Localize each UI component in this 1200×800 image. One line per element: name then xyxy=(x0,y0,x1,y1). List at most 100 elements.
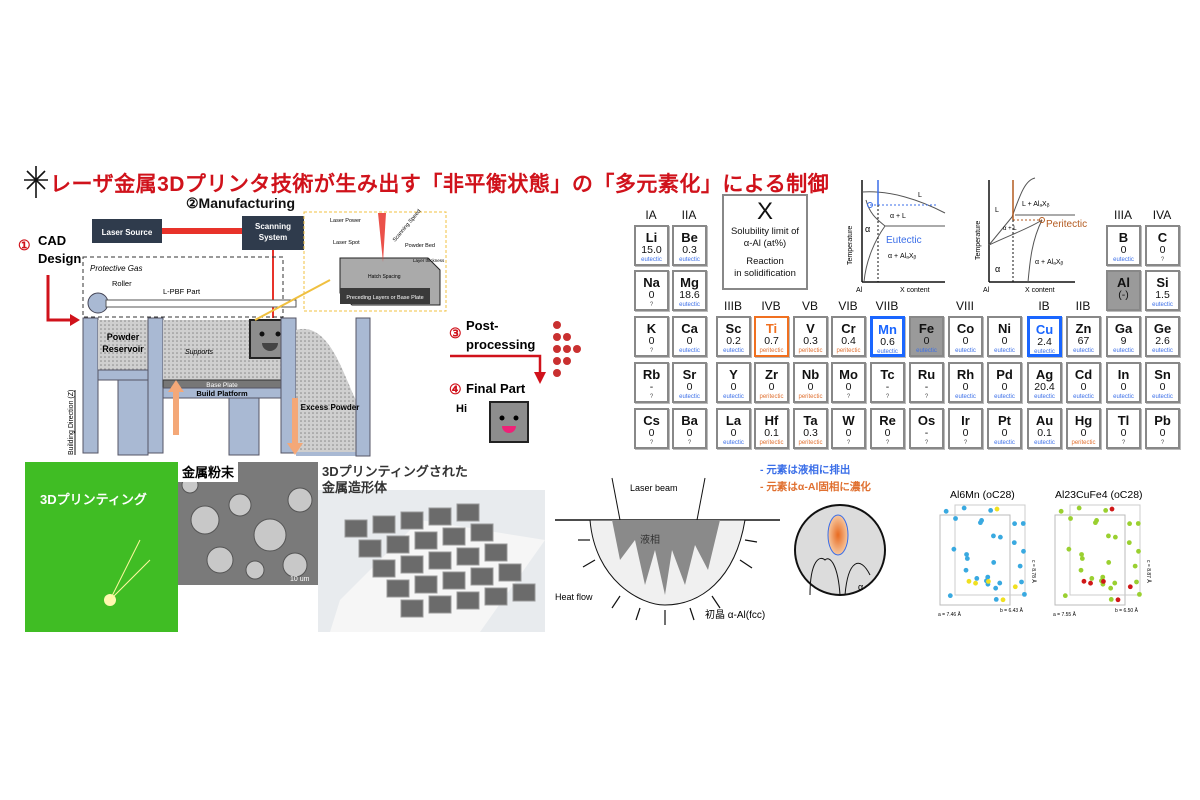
element-symbol: Zn xyxy=(1075,321,1092,336)
reaction-type: eutectic xyxy=(641,257,662,263)
printed-cube xyxy=(428,507,452,526)
atom xyxy=(1022,591,1027,597)
element-tc: Tc-? xyxy=(870,362,905,403)
atom xyxy=(1078,567,1084,573)
atom xyxy=(997,580,1003,586)
reaction-type: eutectic xyxy=(1152,394,1173,400)
printed-cube xyxy=(400,555,424,574)
solubility-value: 0 xyxy=(1001,335,1008,347)
eutectic-phase-diagram: Temperature Al X content L α + L α Eutec… xyxy=(847,180,946,294)
printed-cube xyxy=(414,575,438,594)
atom xyxy=(1127,584,1133,590)
atom xyxy=(1088,580,1093,586)
reaction-type: eutectic xyxy=(916,348,937,354)
crystal-2-title: Al23CuFe4 (oC28) xyxy=(1055,489,1143,501)
atom xyxy=(943,508,949,514)
atom xyxy=(1136,548,1141,554)
reaction-type: peritectic xyxy=(1071,440,1096,446)
solubility-value: - xyxy=(885,381,890,393)
reaction-type: ? xyxy=(649,348,654,354)
atom xyxy=(1068,516,1073,521)
preceding-layers-label: Preceding Layers or Base Plate xyxy=(346,295,423,301)
l-alx-label: L + AlₐXᵦ xyxy=(1022,201,1050,208)
laser-logo-icon xyxy=(24,166,48,198)
atom xyxy=(1126,540,1132,546)
printed-cube xyxy=(358,539,382,558)
element-symbol: Re xyxy=(879,413,896,428)
reaction-type: peritectic xyxy=(798,440,823,446)
solubility-value: 0 xyxy=(923,335,930,347)
group-label: VB xyxy=(801,299,818,313)
solubility-value: 0.7 xyxy=(764,335,779,347)
solubility-value: 0 xyxy=(1120,381,1127,393)
powder-label-2: Reservoir xyxy=(102,344,144,354)
element-symbol: Cs xyxy=(643,413,660,428)
note-blue: - 元素は液相に排出 xyxy=(760,463,850,476)
element-symbol: Mg xyxy=(680,275,699,290)
solubility-value: 0.1 xyxy=(1037,427,1052,439)
l-label: L xyxy=(918,192,922,199)
reaction-type: eutectic xyxy=(1152,348,1173,354)
solubility-value: 0 xyxy=(768,381,775,393)
solubility-value: (-) xyxy=(1118,289,1129,301)
legend-symbol: X xyxy=(756,198,773,225)
reaction-type: eutectic xyxy=(1113,348,1134,354)
crystal-2-c: c = 8.87 Å xyxy=(1145,560,1152,583)
photos: 3Dプリンティング 金属粉末 10 um 3Dプリンティングされた 金属造形体 xyxy=(25,462,545,632)
solubility-value: 0 xyxy=(1001,427,1008,439)
reaction-type: eutectic xyxy=(679,348,700,354)
step-post-processing: processing xyxy=(466,337,535,352)
atom xyxy=(1109,506,1115,512)
laser-spot-label: Laser Spot xyxy=(333,240,360,246)
solubility-value: 9 xyxy=(1120,335,1127,347)
atom xyxy=(964,552,969,557)
solubility-value: 0 xyxy=(686,381,693,393)
atom xyxy=(1108,596,1114,602)
atom xyxy=(979,518,984,523)
solubility-value: 15.0 xyxy=(641,244,662,256)
excess-powder-label: Excess Powder xyxy=(301,403,360,412)
solubility-value: 0 xyxy=(648,427,655,439)
primary-alpha-label: 初晶 α-Al(fcc) xyxy=(705,608,765,621)
element-symbol: Ni xyxy=(998,321,1011,336)
reaction-type: eutectic xyxy=(1034,394,1055,400)
element-symbol: Tc xyxy=(880,367,895,382)
atom xyxy=(1012,584,1018,590)
element-symbol: B xyxy=(1118,230,1129,245)
reaction-type: eutectic xyxy=(679,302,700,308)
reaction-type: ? xyxy=(687,440,692,446)
reaction-type: ? xyxy=(924,440,929,446)
roller-icon xyxy=(87,292,109,314)
solubility-value: 0 xyxy=(884,427,891,439)
printed-cube xyxy=(344,519,368,538)
solubility-value: 0.4 xyxy=(841,335,856,347)
reaction-type: eutectic xyxy=(955,348,976,354)
element-symbol: Ru xyxy=(917,367,936,382)
printed-cube xyxy=(470,567,494,586)
reaction-type: eutectic xyxy=(1113,394,1134,400)
solute-enrichment xyxy=(827,514,849,556)
build-platform-label: Build Platform xyxy=(196,389,248,398)
solubility-value: 0 xyxy=(1120,244,1127,256)
base-plate-label: Base Plate xyxy=(206,382,238,389)
hatch-spacing-label: Hatch Spacing xyxy=(368,274,401,280)
liquid-label: 液相 xyxy=(640,533,660,546)
element-symbol: Mo xyxy=(839,367,858,382)
reaction-type: ? xyxy=(1160,440,1165,446)
reaction-type: ? xyxy=(846,440,851,446)
atom xyxy=(986,578,991,584)
element-symbol: Si xyxy=(1156,275,1169,290)
crystal-1-title: Al6Mn (oC28) xyxy=(950,489,1015,501)
solubility-value: 1.5 xyxy=(1155,289,1170,301)
